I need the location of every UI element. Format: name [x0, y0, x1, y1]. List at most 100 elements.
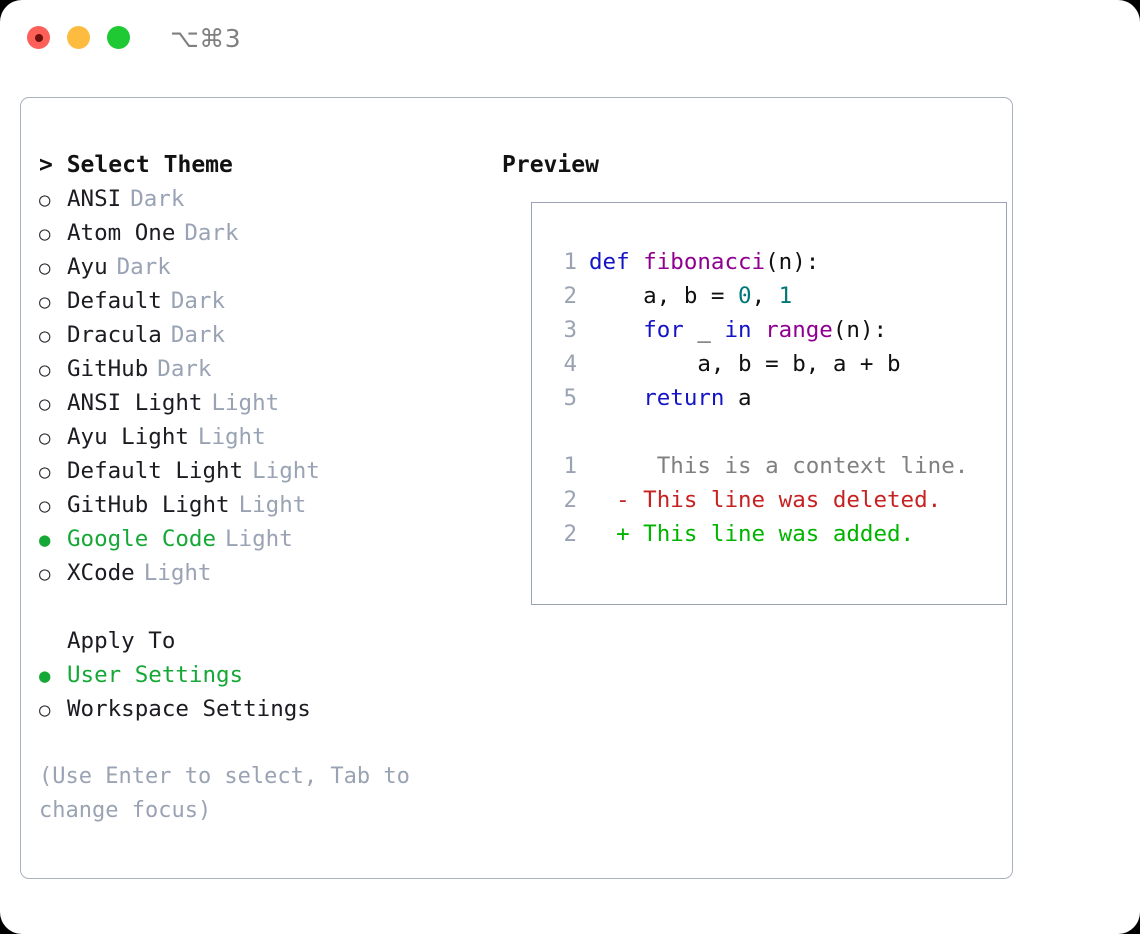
code-token: for — [643, 317, 684, 343]
theme-option-label: ANSI — [67, 186, 122, 212]
minimize-button[interactable] — [67, 26, 90, 49]
theme-option-label: Default — [67, 288, 162, 314]
code-token: = — [765, 351, 793, 377]
diff-line-ctx: 1 This is a context line. — [549, 449, 968, 483]
code-token: _ — [683, 317, 725, 343]
theme-variant-tag: Light — [211, 390, 280, 416]
radio-unselected-icon[interactable]: ○ — [39, 699, 51, 721]
radio-unselected-icon[interactable]: ○ — [39, 359, 51, 381]
code-token — [589, 385, 643, 411]
theme-variant-tag: Dark — [170, 288, 226, 314]
code-token: 0 — [738, 283, 752, 309]
radio-unselected-icon[interactable]: ○ — [39, 189, 51, 211]
title-bar: ⌥⌘3 — [0, 0, 1140, 76]
code-line-text: for _ in range(n): — [589, 313, 887, 347]
theme-option-ansi-light[interactable]: ○ ANSI Light Light — [39, 386, 499, 420]
theme-option-default-light[interactable]: ○ Default Light Light — [39, 454, 499, 488]
apply-to-heading-row: ○ Apply To — [39, 624, 499, 658]
radio-unselected-icon[interactable]: ○ — [39, 325, 51, 347]
line-number: 2 — [563, 487, 577, 513]
diff-line-text: - This line was deleted. — [589, 487, 942, 513]
theme-variant-tag: Light — [252, 458, 320, 484]
theme-option-label: XCode — [67, 560, 135, 586]
line-number: 3 — [563, 317, 577, 343]
code-token: in — [724, 317, 752, 343]
radio-unselected-icon[interactable]: ○ — [39, 427, 51, 449]
code-token: 1 — [778, 283, 793, 309]
radio-unselected-icon[interactable]: ○ — [39, 461, 51, 483]
code-line-text: return a — [589, 381, 751, 415]
theme-option-label: Ayu Light — [67, 424, 189, 450]
apply-to-option-label: Workspace Settings — [67, 696, 311, 722]
theme-option-label: ANSI Light — [67, 390, 203, 416]
theme-option-default[interactable]: ○ Default Dark — [39, 284, 499, 318]
apply-to-option-label: User Settings — [67, 662, 244, 688]
code-token: ): — [859, 317, 888, 343]
theme-variant-tag: Dark — [130, 186, 185, 212]
radio-unselected-icon[interactable]: ○ — [39, 257, 51, 279]
maximize-button[interactable] — [107, 26, 130, 49]
code-token: ( — [832, 317, 847, 343]
radio-unselected-icon[interactable]: ○ — [39, 393, 51, 415]
line-number: 2 — [563, 521, 577, 547]
theme-option-label: Atom One — [67, 220, 176, 246]
theme-option-ansi[interactable]: ○ ANSI Dark — [39, 182, 499, 216]
code-blank-line — [549, 415, 968, 449]
radio-unselected-icon[interactable]: ○ — [39, 563, 51, 585]
radio-selected-icon[interactable]: ● — [39, 665, 51, 687]
theme-option-github-light[interactable]: ○ GitHub Light Light — [39, 488, 499, 522]
window-controls — [27, 26, 130, 49]
radio-unselected-icon[interactable]: ○ — [39, 291, 51, 313]
keyboard-hint: (Use Enter to select, Tab to change focu… — [39, 764, 424, 823]
code-token: a, b — [589, 351, 766, 377]
theme-option-label: GitHub Light — [67, 492, 230, 518]
apply-to-heading: Apply To — [67, 628, 176, 654]
code-line-text: def fibonacci(n): — [589, 245, 819, 279]
code-token: ( — [765, 249, 779, 275]
keyboard-shortcut-label: ⌥⌘3 — [170, 24, 242, 53]
line-number: 5 — [563, 385, 577, 411]
theme-variant-tag: Light — [238, 492, 307, 518]
code-token: ): — [792, 249, 820, 275]
theme-variant-tag: Dark — [116, 254, 171, 280]
code-line-text: a, b = 0, 1 — [589, 279, 792, 313]
close-button[interactable] — [27, 26, 50, 49]
code-line: 4 a, b = b, a + b — [549, 347, 968, 381]
diff-line-del: 2 - This line was deleted. — [549, 483, 968, 517]
code-token: range — [765, 317, 833, 343]
line-number: 1 — [563, 453, 577, 479]
theme-option-label: Default Light — [67, 458, 244, 484]
radio-unselected-icon[interactable]: ○ — [39, 223, 51, 245]
code-token: = — [710, 283, 739, 309]
radio-unselected-icon[interactable]: ○ — [39, 495, 51, 517]
diff-line-text: This is a context line. — [589, 453, 969, 479]
code-token: a, b — [589, 283, 711, 309]
code-line: 3 for _ in range(n): — [549, 313, 968, 347]
code-token: n — [778, 249, 793, 275]
radio-selected-icon[interactable]: ● — [39, 529, 51, 551]
code-token: , — [751, 283, 779, 309]
apply-to-option-workspace-settings[interactable]: ○ Workspace Settings — [39, 692, 499, 726]
apply-to-heading-indent: ○ — [39, 624, 67, 658]
apply-to-option-user-settings[interactable]: ● User Settings — [39, 658, 499, 692]
line-number: 2 — [563, 283, 577, 309]
apply-to-options[interactable]: ● User Settings ○ Workspace Settings — [39, 658, 499, 726]
code-token: n — [846, 317, 860, 343]
code-token — [752, 317, 766, 343]
code-line-text: a, b = b, a + b — [589, 347, 900, 381]
code-line: 5 return a — [549, 381, 968, 415]
